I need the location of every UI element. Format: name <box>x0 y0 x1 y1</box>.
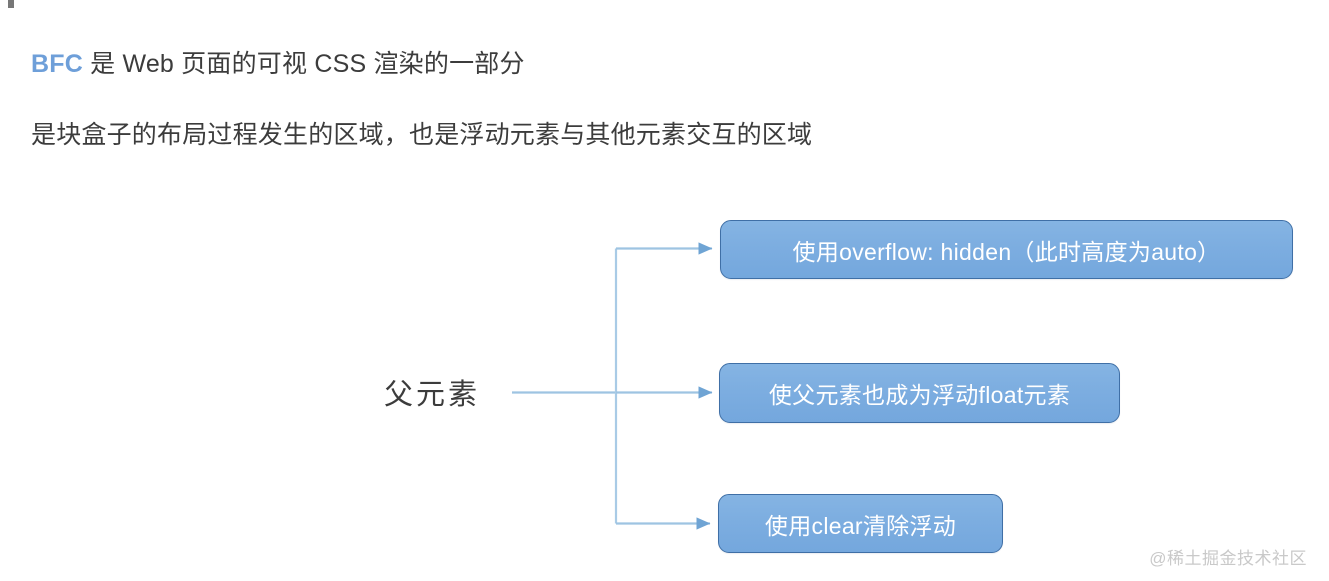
diagram-node-parent-float[interactable]: 使父元素也成为浮动float元素 <box>719 363 1120 423</box>
heading-line-2-text: 是块盒子的布局过程发生的区域，也是浮动元素与其他元素交互的区域 <box>31 121 813 149</box>
heading-line-1-text: 是 Web 页面的可视 CSS 渲染的一部分 <box>82 50 525 78</box>
diagram-node-label: 使用overflow: hidden（此时高度为auto） <box>792 238 1221 265</box>
diagram-node-label: 使父元素也成为浮动float元素 <box>768 382 1071 408</box>
diagram-node-label: 使用clear清除浮动 <box>764 512 957 539</box>
top-left-artifact <box>8 0 14 8</box>
watermark: @稀土掘金技术社区 <box>1149 549 1307 568</box>
diagram-node-clear-float[interactable]: 使用clear清除浮动 <box>718 494 1003 553</box>
heading-line-1: BFC 是 Web 页面的可视 CSS 渲染的一部分 <box>31 44 525 80</box>
heading-line-2: 是块盒子的布局过程发生的区域，也是浮动元素与其他元素交互的区域 <box>31 115 812 151</box>
diagram-node-overflow-hidden[interactable]: 使用overflow: hidden（此时高度为auto） <box>720 220 1293 279</box>
heading-accent-bfc: BFC <box>31 50 83 78</box>
diagram-root-label: 父元素 <box>384 379 481 411</box>
